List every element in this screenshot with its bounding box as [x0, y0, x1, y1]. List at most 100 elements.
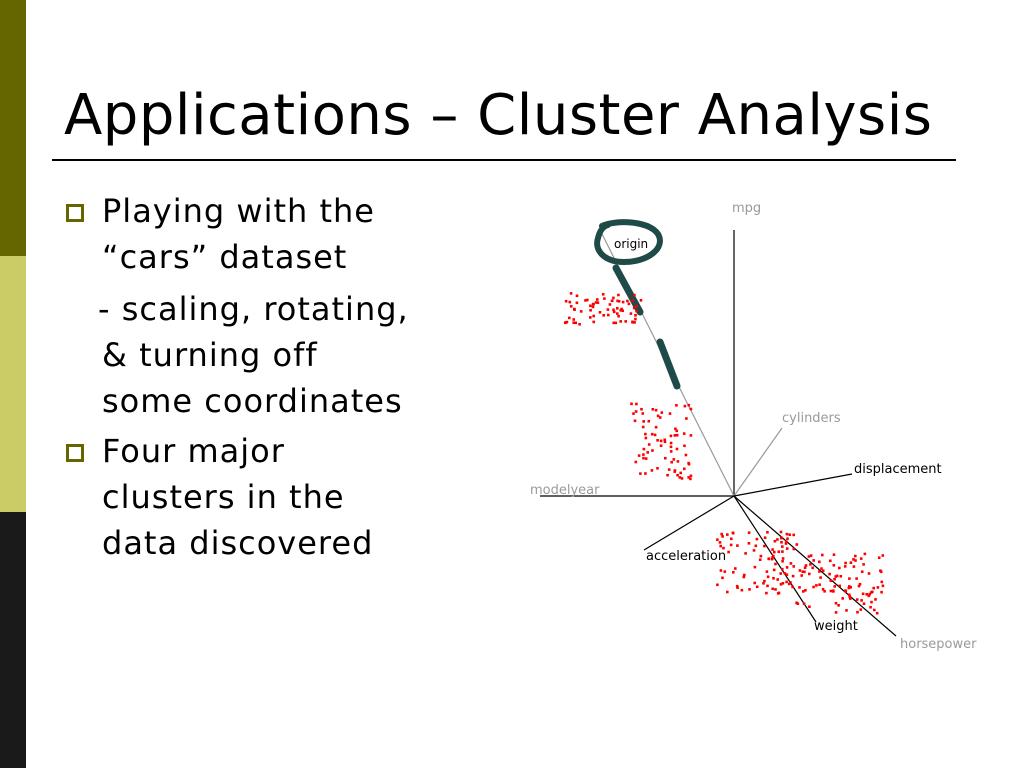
- origin-highlight-stroke: [656, 338, 681, 390]
- cluster-point: [807, 555, 811, 558]
- cluster-point: [742, 575, 746, 579]
- cluster-point: [735, 584, 739, 588]
- cluster-point: [612, 310, 616, 314]
- bullet-list: Playing with the “cars” dataset - scalin…: [60, 188, 460, 570]
- cluster-point: [670, 460, 673, 464]
- cluster-point: [630, 402, 633, 406]
- color-bar-segment-bottom: [0, 512, 26, 768]
- cluster-point: [849, 586, 852, 589]
- bullet-text-line: data discovered: [102, 524, 374, 562]
- cluster-point: [656, 467, 659, 470]
- cluster-point: [621, 300, 625, 304]
- cluster-point: [592, 314, 595, 318]
- sub-text-line: some coordinates: [102, 382, 403, 420]
- cluster-point: [568, 300, 572, 304]
- cluster-point: [689, 474, 693, 478]
- cluster-point: [754, 544, 758, 548]
- modelyear-axis-label: modelyear: [530, 483, 600, 498]
- axis-labels: mpg origin cylinders displacement modely…: [530, 201, 977, 652]
- cluster-point: [631, 299, 634, 303]
- cluster-point: [616, 307, 619, 310]
- cluster-point: [672, 458, 676, 461]
- cluster-point: [873, 608, 876, 612]
- cluster-point: [804, 564, 808, 567]
- cluster-point: [829, 579, 833, 582]
- cluster-point: [666, 473, 669, 477]
- cluster-point: [641, 425, 645, 429]
- cluster-point: [639, 299, 643, 302]
- displacement-axis-label: displacement: [854, 462, 942, 477]
- cluster-point: [792, 547, 796, 551]
- cluster-point: [565, 320, 569, 324]
- cluster-point: [575, 294, 579, 298]
- cluster-point: [834, 601, 838, 605]
- cluster-point: [819, 576, 822, 579]
- cluster-point: [612, 308, 615, 312]
- cluster-point: [815, 584, 818, 587]
- cluster-point: [675, 433, 679, 437]
- cluster-point: [874, 598, 877, 601]
- cluster-point: [818, 583, 821, 586]
- cluster-point: [723, 570, 727, 573]
- cluster-point: [759, 554, 763, 558]
- bullet-text-line: “cars” dataset: [102, 238, 348, 276]
- cluster-point: [774, 588, 777, 591]
- cluster-point: [719, 544, 722, 548]
- cluster-point: [726, 590, 729, 594]
- cluster-point: [591, 305, 595, 309]
- bullet-text-line: clusters in the: [102, 478, 345, 516]
- square-bullet-icon: [66, 444, 84, 462]
- cluster-point: [771, 587, 774, 591]
- cluster-point: [569, 305, 573, 308]
- cluster-point: [614, 321, 618, 325]
- cluster-point: [803, 570, 806, 574]
- bullet-text-line: Four major: [102, 432, 285, 470]
- cluster-point: [852, 558, 855, 561]
- cluster-point: [862, 563, 865, 566]
- cluster-point: [841, 597, 844, 600]
- cluster-point: [726, 533, 729, 536]
- cluster-point: [633, 419, 637, 423]
- cluster-point: [617, 293, 620, 297]
- cluster-point: [584, 299, 587, 302]
- cluster-point: [617, 314, 620, 318]
- cluster-point: [731, 531, 735, 535]
- cluster-point: [777, 550, 781, 553]
- cluster-point: [654, 408, 658, 412]
- cluster-point: [606, 308, 610, 311]
- cluster-point: [867, 572, 871, 575]
- cluster-point: [647, 443, 651, 446]
- cluster-point: [877, 556, 881, 559]
- cluster-point: [860, 599, 863, 602]
- cluster-point: [619, 320, 622, 323]
- cluster-point: [812, 585, 815, 589]
- cluster-point: [838, 566, 841, 570]
- cluster-point: [668, 412, 672, 415]
- cluster-point: [736, 586, 739, 589]
- axes-group: [540, 229, 897, 637]
- cluster-point: [779, 572, 782, 575]
- cluster-point: [644, 472, 647, 475]
- weight-axis-label: weight: [814, 619, 858, 634]
- cluster-point: [755, 537, 759, 541]
- origin-highlight-stroke: [612, 264, 644, 316]
- cluster-point: [612, 321, 615, 325]
- origin-axis-label: origin: [614, 237, 648, 251]
- cluster-point: [575, 301, 579, 305]
- cluster-point: [832, 553, 836, 556]
- cars-dataset-figure: mpg origin cylinders displacement modely…: [520, 190, 990, 660]
- cluster-point: [608, 303, 612, 306]
- cluster-point: [669, 434, 673, 438]
- cluster-point: [867, 594, 871, 598]
- cluster-point: [753, 565, 757, 569]
- cluster-point: [855, 577, 858, 580]
- cluster-point: [687, 476, 690, 479]
- cluster-point: [684, 453, 688, 457]
- cluster-point: [785, 547, 789, 550]
- cluster-point: [612, 296, 615, 300]
- cluster-point: [809, 563, 812, 566]
- cluster-point: [776, 578, 779, 581]
- cluster-point: [879, 570, 883, 574]
- cluster-point: [848, 577, 851, 580]
- cluster-point: [849, 561, 853, 564]
